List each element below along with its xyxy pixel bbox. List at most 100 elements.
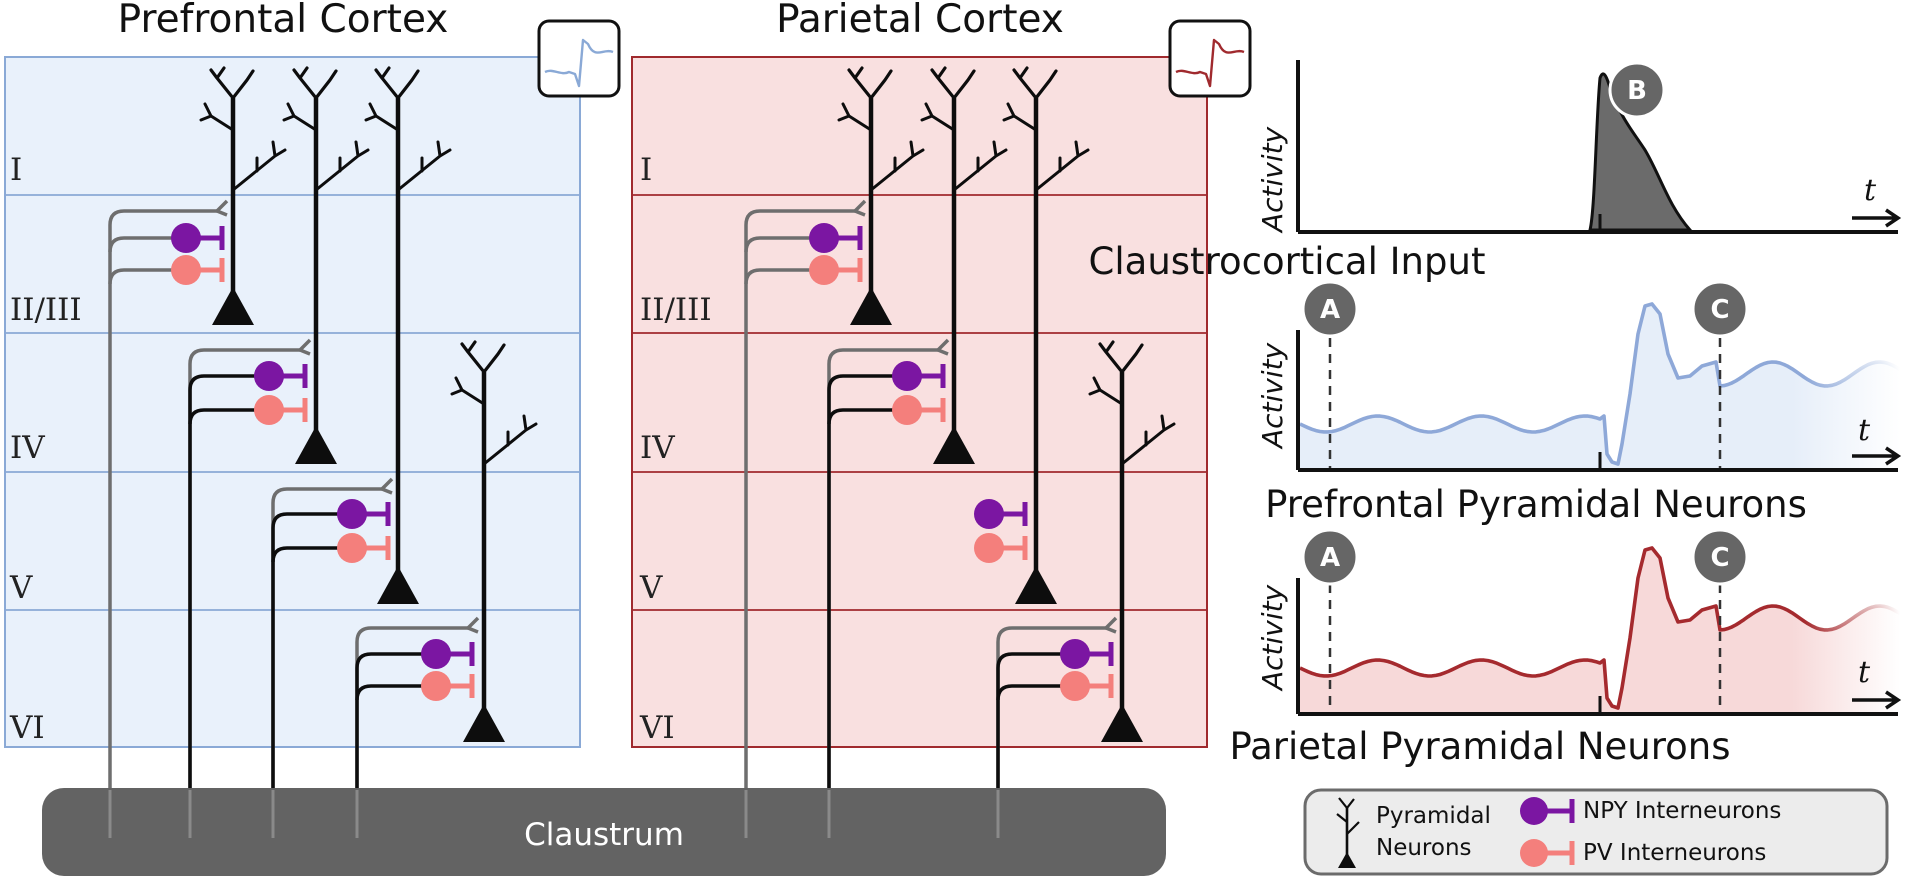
axon-terminal <box>378 477 394 495</box>
npy-interneuron <box>254 361 308 391</box>
axon-branch-pyramidal <box>744 209 855 800</box>
pyramidal-soma <box>1015 566 1057 604</box>
pyramidal-soma <box>212 287 254 325</box>
interneurons <box>171 223 1114 701</box>
pyramidal-neuron <box>282 66 370 464</box>
badge-c-label: C <box>1710 543 1729 573</box>
parietal-panel-title: Parietal Pyramidal Neurons <box>1229 725 1730 768</box>
pyramidal-neuron <box>450 340 538 742</box>
dendritic-tuft <box>1012 66 1058 100</box>
claustral-axon <box>188 338 312 800</box>
dendritic-tuft <box>209 66 255 100</box>
interneuron-soma <box>254 395 284 425</box>
badge-a-circle <box>1301 528 1359 586</box>
axon-branch-npy <box>355 652 430 669</box>
pyramidal-neuron <box>920 66 1008 464</box>
dendrite-branch-right <box>869 140 925 192</box>
dendrite-branch-left <box>1088 376 1124 406</box>
interneuron-soma <box>254 361 284 391</box>
interneuron-soma <box>1060 639 1090 669</box>
dendrite-branch-right <box>396 140 452 192</box>
parietal-y-axis-label: Activity <box>1256 584 1289 692</box>
interneuron-soma <box>421 671 451 701</box>
activity-area <box>1300 548 1900 712</box>
interneuron-soma <box>809 223 839 253</box>
t-arrow-icon <box>1852 690 1902 710</box>
spike-waveform <box>1175 38 1245 88</box>
input-panel-title: Claustrocortical Input <box>1089 240 1486 283</box>
claustrum: Claustrum <box>42 788 1166 876</box>
prefrontal-badge-c: C <box>1691 280 1749 338</box>
pyramidal-neuron-icon <box>1336 797 1360 868</box>
pyramidal-neuron <box>1002 66 1090 604</box>
dendrite-branch-left <box>282 102 318 132</box>
axon-branch-pv <box>108 268 179 285</box>
prefrontal-layer-labels: I II/III IV V VI <box>9 152 82 746</box>
dendrite-branch-left <box>920 102 956 132</box>
prefrontal-y-axis-label: Activity <box>1256 342 1289 450</box>
pyramidal-neuron <box>199 66 287 325</box>
spike-icon-frame <box>1168 19 1252 98</box>
legend-soma <box>1338 852 1356 868</box>
pyramidal-soma <box>377 566 419 604</box>
legend-pv-label: PV Interneurons <box>1583 840 1766 866</box>
interneuron-soma <box>171 223 201 253</box>
spike-waveform <box>544 38 614 88</box>
badge-a-circle <box>1301 280 1359 338</box>
pv-interneuron <box>974 533 1028 563</box>
prefrontal-activity-panel <box>1296 302 1902 472</box>
parietal-badge-c: C <box>1691 528 1749 586</box>
legend: Pyramidal Neurons NPY Interneurons PV In… <box>1303 788 1889 876</box>
layer-label-v: V <box>639 570 663 606</box>
npy-interneuron <box>421 639 475 669</box>
axon-terminal <box>213 199 229 217</box>
interneuron-soma <box>974 533 1004 563</box>
interneuron-soma <box>892 395 922 425</box>
dendrite-branch-left <box>1002 102 1038 132</box>
input-y-axis-label: Activity <box>1256 126 1289 234</box>
pyramidal-soma <box>850 287 892 325</box>
dendritic-tuft <box>460 340 506 374</box>
pv-interneuron <box>171 255 225 285</box>
badge-a-label: A <box>1320 543 1340 573</box>
prefrontal-cortex-box <box>4 56 581 748</box>
pyramidal-soma <box>933 426 975 464</box>
t-arrow-icon <box>1852 446 1902 466</box>
dendrite-branch-right <box>482 414 538 466</box>
legend-pyramidal-line2: Neurons <box>1376 835 1472 861</box>
axon-branch-npy <box>188 374 262 391</box>
pyramidal-neuron <box>1088 340 1176 742</box>
interneuron-soma <box>1060 671 1090 701</box>
claustrocortical-input-panel <box>1296 60 1902 234</box>
activity-line <box>1299 302 1901 466</box>
pv-interneuron <box>254 395 308 425</box>
axon-branch-npy <box>996 652 1068 669</box>
interneuron-soma <box>892 361 922 391</box>
npy-interneuron <box>809 223 863 253</box>
spike-icon-frame <box>537 19 621 98</box>
parietal-spike-icon <box>1168 19 1252 98</box>
legend-npy-label: NPY Interneurons <box>1583 798 1781 824</box>
axon-terminal <box>464 616 480 634</box>
axon-terminal <box>934 338 950 356</box>
dendrite-branch-left <box>199 102 235 132</box>
pv-interneuron <box>809 255 863 285</box>
dendrite-branch-left <box>450 376 486 406</box>
axon-branch-npy <box>108 236 179 253</box>
input-x-axis-label: t <box>1864 173 1877 208</box>
legend-branches <box>1336 797 1360 835</box>
dendrite-branch-left <box>837 102 873 132</box>
axon-branch-npy <box>744 236 817 253</box>
pyramidal-soma <box>463 704 505 742</box>
dendrite-branch-right <box>1120 414 1176 466</box>
layer-label-vi: VI <box>639 710 675 746</box>
npy-interneuron <box>337 499 391 529</box>
prefrontal-x-axis-label: t <box>1858 413 1871 448</box>
interneuron-soma <box>337 533 367 563</box>
pyramidal-neurons <box>199 66 1176 742</box>
layer-label-i: I <box>640 152 652 188</box>
prefrontal-badge-a: A <box>1301 280 1359 338</box>
t-arrow-icon <box>1852 208 1902 228</box>
